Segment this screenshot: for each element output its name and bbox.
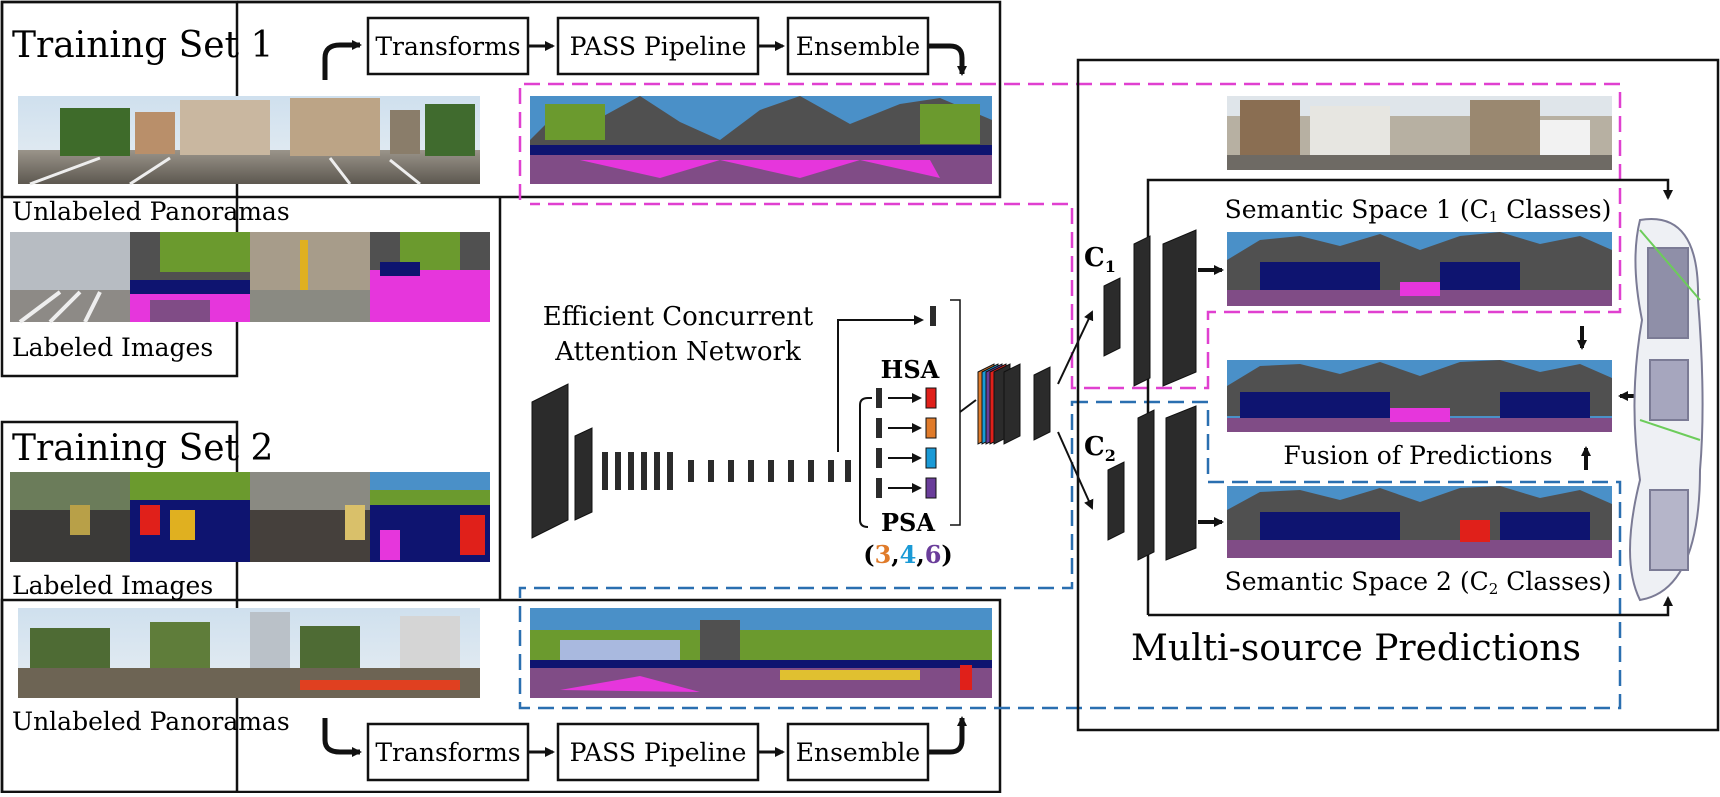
head-c2: C2 bbox=[1084, 405, 1224, 561]
network-title-line-1: Efficient Concurrent bbox=[543, 302, 814, 332]
dashed-blue-route bbox=[518, 400, 1622, 710]
efficient-concurrent-attention-network: Efficient Concurrent Attention Network bbox=[531, 299, 1094, 569]
labeled-images-caption-1: Labeled Images bbox=[12, 333, 213, 362]
concatenated-features bbox=[977, 363, 1021, 445]
prediction-space-2 bbox=[1227, 486, 1612, 558]
psa-close: ) bbox=[941, 540, 952, 569]
transforms-label-1: Transforms bbox=[375, 32, 520, 61]
psa-size-6: 6 bbox=[925, 540, 942, 569]
attention-branch-row-1 bbox=[876, 387, 937, 409]
semantic-space-2-label: Semantic Space 2 (C2 Classes) bbox=[1225, 567, 1612, 598]
hsa-label: HSA bbox=[881, 355, 940, 384]
prediction-loop-frame bbox=[1146, 178, 1673, 615]
multi-source-panel bbox=[1076, 58, 1720, 732]
unlabeled-panorama-1 bbox=[18, 96, 480, 186]
fused-feature-block bbox=[1033, 366, 1051, 441]
psa-sep-1: , bbox=[891, 540, 899, 569]
ensemble-label-2: Ensemble bbox=[796, 738, 920, 767]
psa-size-3: 3 bbox=[875, 540, 892, 569]
psa-label: PSA bbox=[881, 508, 935, 537]
psa-sizes: (3,4,6) bbox=[863, 540, 953, 569]
semantic-space-1-label: Semantic Space 1 (C1 Classes) bbox=[1225, 195, 1612, 226]
pass-pipeline-box-1 bbox=[556, 16, 760, 76]
unlabeled-panorama-2 bbox=[18, 608, 480, 698]
ensemble-label-1: Ensemble bbox=[796, 32, 920, 61]
multi-source-title: Multi-source Predictions bbox=[1131, 628, 1581, 669]
transforms-label-2: Transforms bbox=[375, 738, 520, 767]
unlabeled-panoramas-caption-1: Unlabeled Panoramas bbox=[12, 197, 290, 226]
dashed-magenta-route bbox=[518, 82, 1622, 390]
fusion-label: Fusion of Predictions bbox=[1283, 441, 1552, 470]
attention-branch-row-3 bbox=[876, 447, 937, 469]
prediction-space-1 bbox=[1227, 232, 1612, 306]
training-set-2-panel: Training Set 2 Labeled Images bbox=[0, 420, 1002, 794]
labeled-images-2 bbox=[10, 472, 490, 562]
head-c2-label: C2 bbox=[1084, 432, 1116, 465]
pass-pipeline-label-2: PASS Pipeline bbox=[570, 738, 747, 767]
attention-branch-row-2 bbox=[876, 417, 937, 439]
labeled-images-caption-2: Labeled Images bbox=[12, 571, 213, 600]
training-set-1-title: Training Set 1 bbox=[12, 25, 273, 66]
psa-size-4: 4 bbox=[900, 540, 917, 569]
transforms-box-1 bbox=[366, 16, 530, 76]
pass-pipeline-label-1: PASS Pipeline bbox=[570, 32, 747, 61]
head-c1-label: C1 bbox=[1084, 243, 1116, 276]
panoramic-annular-view bbox=[1629, 218, 1704, 602]
training-set-2-title: Training Set 2 bbox=[12, 428, 273, 469]
psa-sep-2: , bbox=[916, 540, 924, 569]
pseudo-label-panorama-2 bbox=[530, 608, 992, 698]
pseudo-label-panorama-1 bbox=[530, 96, 992, 184]
pass-pipeline-box-2 bbox=[556, 722, 760, 782]
labeled-images-1 bbox=[10, 232, 490, 324]
input-panorama bbox=[1227, 96, 1612, 170]
training-set-1-panel: Training Set 1 Unlabeled Panoramas bbox=[0, 0, 1002, 378]
ensemble-box-1 bbox=[786, 16, 930, 76]
head-c1: C1 bbox=[1084, 229, 1224, 387]
unlabeled-panoramas-caption-2: Unlabeled Panoramas bbox=[12, 707, 290, 736]
fused-prediction bbox=[1227, 360, 1612, 432]
attention-branch-row-4 bbox=[876, 477, 937, 499]
network-title-line-2: Attention Network bbox=[554, 337, 801, 367]
psa-open: ( bbox=[863, 540, 874, 569]
